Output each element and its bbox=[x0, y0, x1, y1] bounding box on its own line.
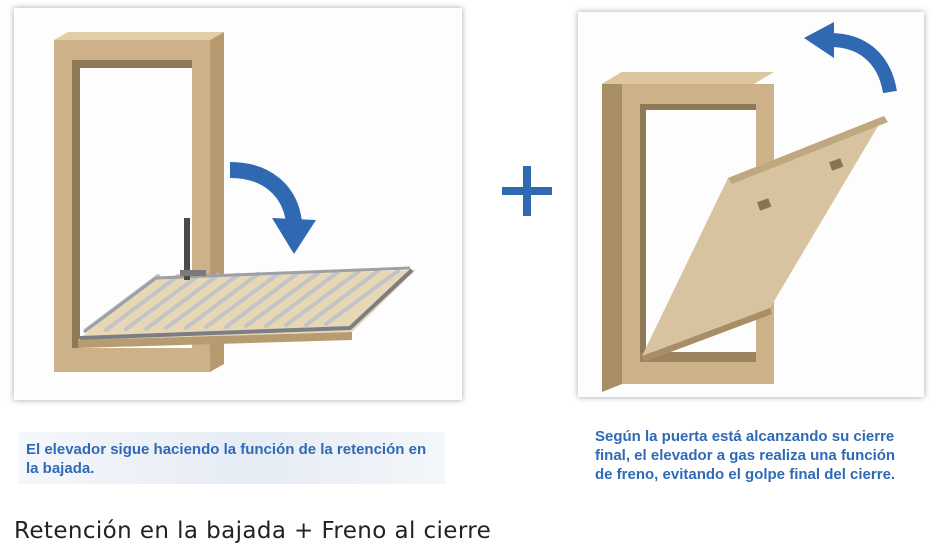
summary-title: Retención en la bajada + Freno al cierre bbox=[14, 518, 492, 544]
curved-arrow-down-icon bbox=[229, 162, 316, 254]
curved-arrow-up-icon bbox=[804, 22, 897, 94]
right-illustration-panel bbox=[578, 12, 924, 397]
left-illustration-panel bbox=[14, 8, 462, 400]
plus-icon bbox=[496, 160, 558, 222]
right-caption: Según la puerta está alcanzando su cierr… bbox=[595, 428, 896, 483]
lowered-bed-illustration bbox=[54, 32, 416, 372]
left-caption: El elevador sigue haciendo la función de… bbox=[26, 441, 427, 477]
left-caption-background bbox=[18, 432, 445, 484]
closing-bed-illustration bbox=[602, 22, 897, 392]
